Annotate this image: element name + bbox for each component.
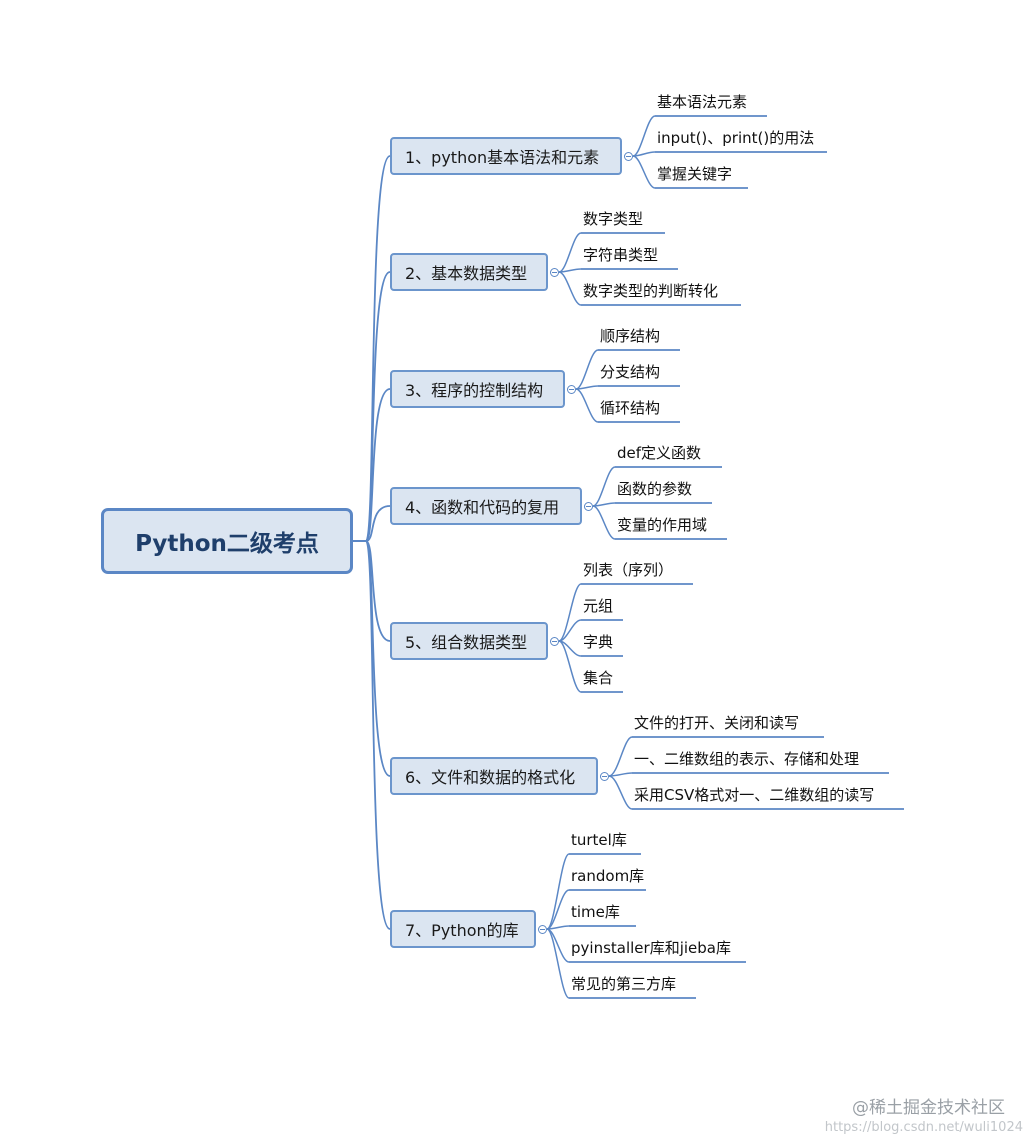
leaf-node[interactable]: 列表（序列） <box>583 561 674 579</box>
branch-node-3[interactable]: 3、程序的控制结构 <box>390 370 565 408</box>
root-node[interactable]: Python二级考点 <box>101 508 353 574</box>
leaf-node[interactable]: 掌握关键字 <box>657 165 733 183</box>
connector-branch-leaf <box>558 619 582 642</box>
collapse-toggle-icon[interactable] <box>624 151 633 161</box>
leaf-node[interactable]: 采用CSV格式对一、二维数组的读写 <box>634 786 875 804</box>
connector-branch-leaf <box>575 388 599 423</box>
leaf-node[interactable]: 一、二维数组的表示、存储和处理 <box>634 750 860 768</box>
leaf-node[interactable]: input()、print()的用法 <box>657 129 815 147</box>
leaf-node[interactable]: 函数的参数 <box>617 480 693 498</box>
leaf-node[interactable]: 数字类型的判断转化 <box>583 282 719 300</box>
connector-branch-leaf <box>592 466 616 507</box>
connector-branch-leaf <box>632 155 656 189</box>
leaf-node[interactable]: time库 <box>571 903 620 921</box>
leaf-node[interactable]: 循环结构 <box>600 399 661 417</box>
branch-node-6[interactable]: 6、文件和数据的格式化 <box>390 757 598 795</box>
leaf-node[interactable]: 变量的作用域 <box>617 516 708 534</box>
leaf-node[interactable]: 顺序结构 <box>600 327 661 345</box>
connector-branch-leaf <box>546 889 570 930</box>
connector-branch-leaf <box>632 115 656 157</box>
leaf-node[interactable]: turtel库 <box>571 831 627 849</box>
connector-branch-leaf <box>558 640 582 693</box>
leaf-node[interactable]: 元组 <box>583 597 614 615</box>
leaf-node[interactable]: 基本语法元素 <box>657 93 748 111</box>
connector-branch-leaf <box>608 736 633 777</box>
collapse-toggle-icon[interactable] <box>538 924 547 934</box>
leaf-node[interactable]: random库 <box>571 867 645 885</box>
branch-node-1[interactable]: 1、python基本语法和元素 <box>390 137 622 175</box>
collapse-toggle-icon[interactable] <box>600 771 609 781</box>
collapse-toggle-icon[interactable] <box>550 267 559 277</box>
watermark-url: https://blog.csdn.net/wuli1024 <box>824 1120 1023 1135</box>
leaf-node[interactable]: pyinstaller库和jieba库 <box>571 939 731 957</box>
branch-node-2[interactable]: 2、基本数据类型 <box>390 253 548 291</box>
connector-branch-leaf <box>558 583 582 642</box>
collapse-toggle-icon[interactable] <box>584 501 593 511</box>
leaf-node[interactable]: 文件的打开、关闭和读写 <box>634 714 800 732</box>
connector-branch-leaf <box>558 271 582 306</box>
branch-node-4[interactable]: 4、函数和代码的复用 <box>390 487 582 525</box>
leaf-node[interactable]: def定义函数 <box>617 444 702 462</box>
branch-node-7[interactable]: 7、Python的库 <box>390 910 536 948</box>
watermark-brand: @稀土掘金技术社区 <box>852 1098 1005 1118</box>
leaf-node[interactable]: 分支结构 <box>600 363 661 381</box>
leaf-node[interactable]: 集合 <box>583 669 614 687</box>
leaf-node[interactable]: 数字类型 <box>583 210 644 228</box>
collapse-toggle-icon[interactable] <box>567 384 576 394</box>
connector-root-branch-3 <box>353 388 391 542</box>
connector-root-branch-7 <box>353 540 391 930</box>
connector-branch-leaf <box>592 505 616 540</box>
connector-branch-leaf <box>608 775 633 810</box>
connector-branch-leaf <box>546 928 570 999</box>
leaf-node[interactable]: 常见的第三方库 <box>571 975 677 993</box>
collapse-toggle-icon[interactable] <box>550 636 559 646</box>
leaf-node[interactable]: 字符串类型 <box>583 246 659 264</box>
branch-node-5[interactable]: 5、组合数据类型 <box>390 622 548 660</box>
connector-branch-leaf <box>558 232 582 273</box>
leaf-node[interactable]: 字典 <box>583 633 614 651</box>
connector-branch-leaf <box>575 349 599 390</box>
